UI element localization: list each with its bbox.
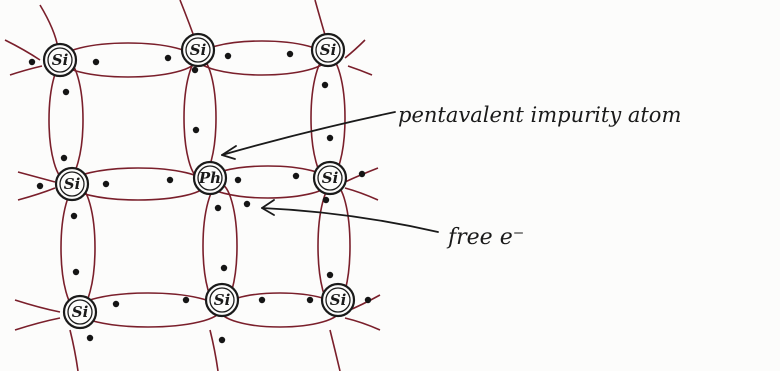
atom-si-7: Si	[62, 294, 98, 330]
svg-text:Si: Si	[52, 51, 69, 69]
atom-si-1: Si	[42, 42, 78, 78]
svg-text:Si: Si	[330, 291, 347, 309]
svg-text:Si: Si	[214, 291, 231, 309]
svg-text:Si: Si	[320, 41, 337, 59]
atom-ph-impurity: Ph	[192, 160, 228, 196]
valence-electrons	[28, 50, 372, 344]
atom-si-9: Si	[320, 282, 356, 318]
atom-si-2: Si	[180, 32, 216, 68]
svg-text:Si: Si	[72, 303, 89, 321]
free-electron-dot	[243, 200, 251, 208]
free-electron-arrow	[261, 199, 439, 233]
impurity-arrow	[221, 111, 396, 160]
atom-si-4: Si	[54, 166, 90, 202]
impurity-annotation-label: pentavalent impurity atom	[398, 103, 681, 127]
svg-text:Si: Si	[190, 41, 207, 59]
svg-text:Si: Si	[64, 175, 81, 193]
free-electron-annotation-label: free e⁻	[446, 225, 524, 250]
svg-text:Ph: Ph	[198, 169, 221, 187]
atom-si-8: Si	[204, 282, 240, 318]
atom-si-3: Si	[310, 32, 346, 68]
svg-text:Si: Si	[322, 169, 339, 187]
atom-si-6: Si	[312, 160, 348, 196]
